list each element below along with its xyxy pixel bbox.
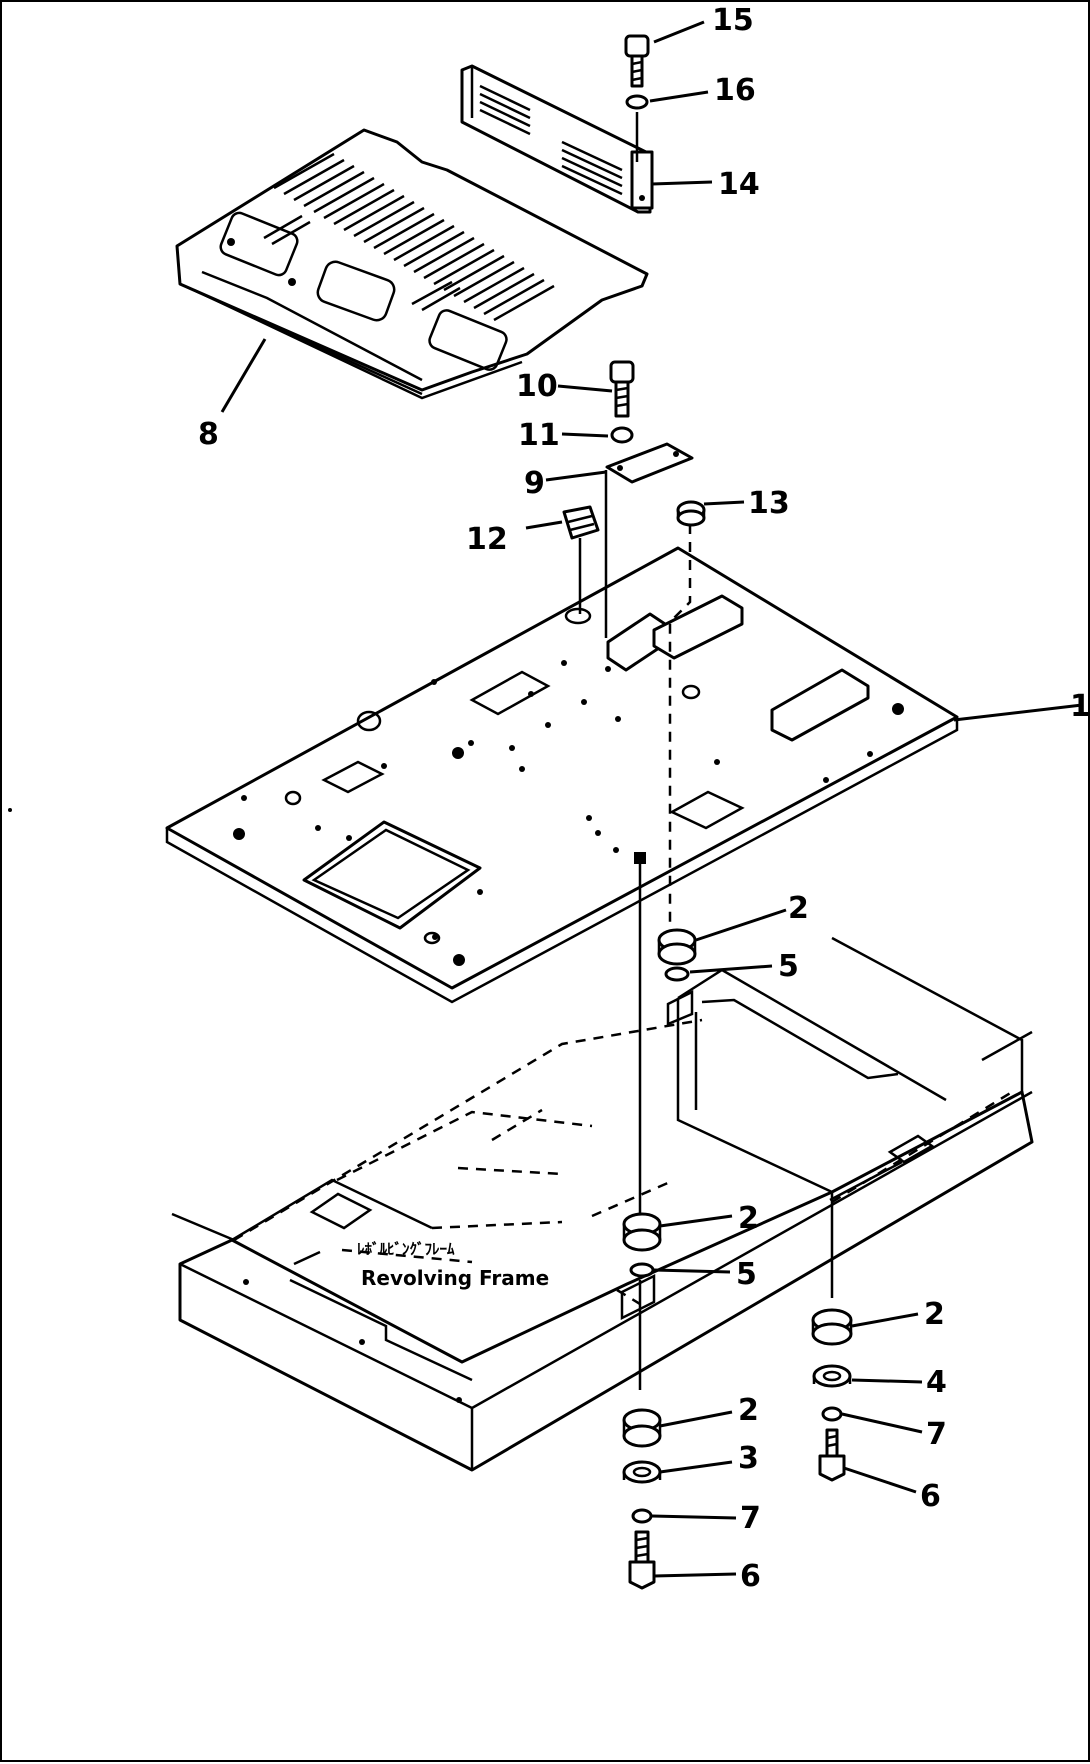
mat-center-opening (316, 260, 396, 322)
callout-2-center: 2 (738, 1201, 759, 1236)
mount-part-2-center-lower (622, 1408, 662, 1448)
callout-5-center: 5 (736, 1257, 757, 1292)
callout-16: 16 (714, 73, 756, 108)
plate-holes (233, 607, 904, 966)
floor-mat-part-8 (175, 128, 649, 400)
washer-part-3 (622, 1460, 662, 1484)
bolt-part-10 (609, 360, 635, 418)
mount-part-2-center-upper (622, 1212, 662, 1252)
callout-12: 12 (466, 522, 508, 557)
callout-5-upper: 5 (778, 949, 799, 984)
callout-7-center: 7 (740, 1501, 761, 1536)
stray-mark (8, 808, 12, 812)
washer-part-4 (812, 1364, 852, 1388)
callout-6-right: 6 (920, 1479, 941, 1514)
frame-label-jp: ﾚﾎﾞﾙﾋﾞﾝｸﾞﾌﾚｰﾑ (357, 1240, 455, 1258)
leader-lines (220, 20, 1083, 1578)
callout-7-right: 7 (926, 1417, 947, 1452)
callout-10: 10 (516, 369, 558, 404)
side-cover-part-14 (460, 64, 654, 214)
plate-bracket-middle (652, 594, 744, 660)
plate-opening-left (321, 760, 385, 794)
plate-large-opening (302, 820, 482, 930)
washer-part-5-center (629, 1262, 655, 1278)
plate-bracket-right (770, 668, 870, 742)
callout-numbers: 15 16 14 8 10 11 9 12 13 1 2 5 2 5 2 4 7… (198, 3, 1090, 1594)
bolt-part-6-center (628, 1530, 656, 1590)
callout-3: 3 (738, 1441, 759, 1476)
callout-2-upper: 2 (788, 891, 809, 926)
callout-1: 1 (1070, 689, 1090, 724)
callout-11: 11 (518, 418, 560, 453)
callout-2-right: 2 (924, 1297, 945, 1332)
mat-left-opening (219, 211, 299, 277)
callout-9: 9 (524, 466, 545, 501)
washer-part-16 (625, 94, 649, 110)
frame-label: ﾚﾎﾞﾙﾋﾞﾝｸﾞﾌﾚｰﾑ Revolving Frame (357, 1240, 549, 1290)
washer-part-5-upper (664, 966, 690, 982)
frame-label-en: Revolving Frame (361, 1266, 549, 1290)
mount-part-2-upper-right (657, 928, 697, 966)
frame-small-plate (309, 1192, 373, 1230)
grommet-part-12 (562, 505, 600, 540)
plate-opening-right (669, 790, 745, 830)
callout-2-lower: 2 (738, 1393, 759, 1428)
bolt-part-6-right (818, 1428, 846, 1482)
plate-opening-upper (469, 670, 551, 716)
upper-right-dashed-axis (668, 524, 692, 922)
callout-6-center: 6 (740, 1559, 761, 1594)
revolving-frame (171, 936, 1034, 1472)
bolt-part-15 (624, 34, 650, 88)
floor-plate-part-1 (165, 546, 959, 1004)
callout-4: 4 (926, 1365, 947, 1400)
plate-part-9 (605, 442, 694, 484)
mount-part-2-right (811, 1308, 853, 1346)
mat-right-opening (428, 309, 508, 371)
callout-13: 13 (748, 486, 790, 521)
lockwasher-part-7-center (631, 1508, 653, 1524)
washer-part-11 (610, 426, 634, 444)
lockwasher-part-7-right (821, 1406, 843, 1422)
cap-part-13 (676, 500, 706, 527)
callout-8: 8 (198, 417, 219, 452)
center-stud (634, 852, 646, 864)
callout-14: 14 (718, 167, 760, 202)
callout-15: 15 (712, 3, 754, 38)
